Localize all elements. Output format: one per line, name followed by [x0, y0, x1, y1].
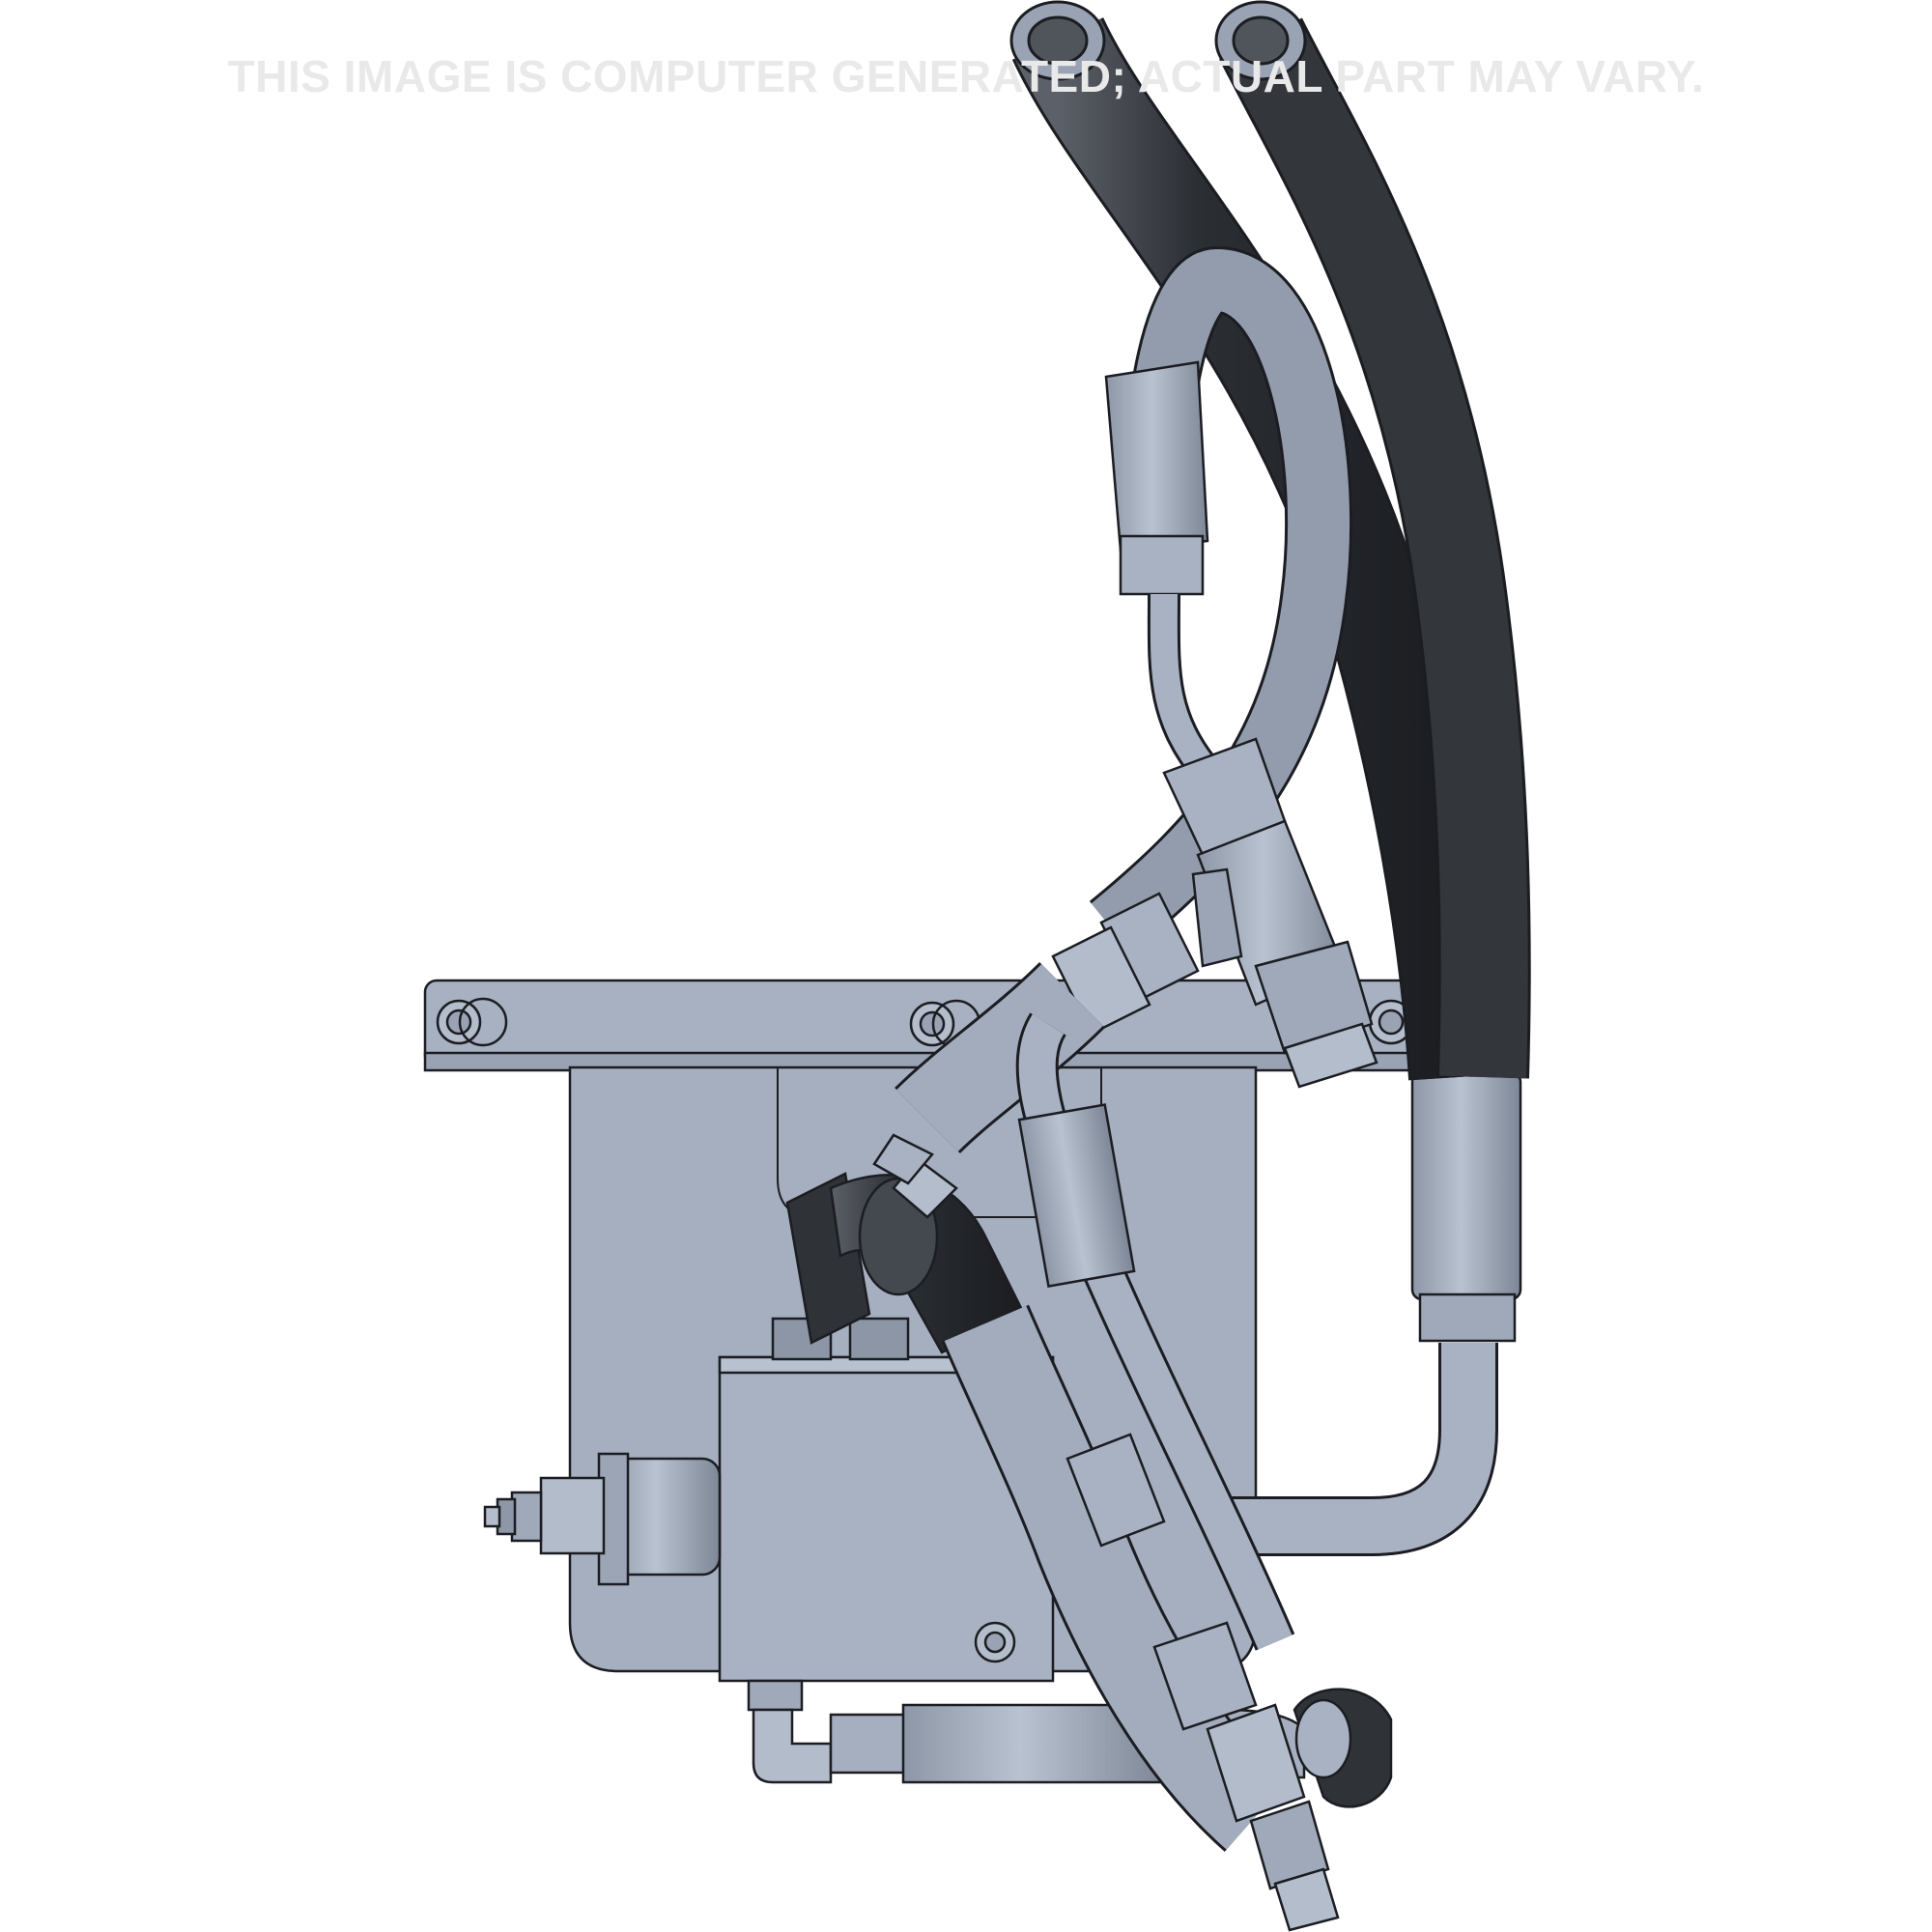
- lower-thin-tube-ferrule: [1017, 1103, 1136, 1288]
- disclaimer-watermark: THIS IMAGE IS COMPUTER GENERATED; ACTUAL…: [227, 51, 1705, 101]
- relief-valve-cartridge: [483, 1452, 722, 1586]
- tee-fitting: [1162, 737, 1378, 1089]
- tee-branch-fittings: [1051, 892, 1200, 1036]
- main-hose-fittings: [1065, 1433, 1340, 1932]
- right-hose-ferrule: [1410, 1070, 1522, 1343]
- bottom-right-black-elbow: [1293, 1688, 1393, 1808]
- black-elbow-hose: [785, 1133, 1026, 1354]
- top-hose-end-fittings: [1009, 0, 1307, 81]
- upper-grey-ferrule: [1104, 360, 1209, 596]
